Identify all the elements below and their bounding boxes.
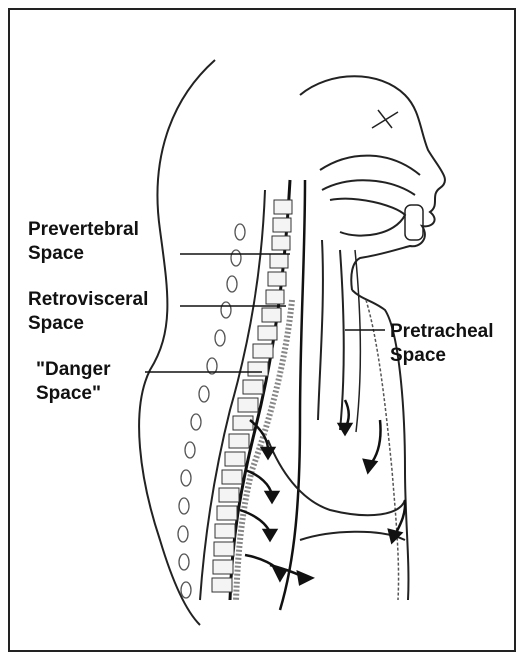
nasal-cavity [320, 156, 420, 175]
danger-space-label-line2: Space" [36, 382, 101, 405]
trachea-inner [355, 250, 360, 432]
palate [322, 180, 415, 195]
lower-lip-detail [405, 205, 423, 240]
ear-mark [372, 110, 398, 128]
danger-space-label-line1: "Danger [36, 358, 110, 381]
prevertebral-label-line1: Prevertebral [28, 218, 139, 241]
pretracheal-label-line2: Space [390, 344, 446, 367]
tongue [330, 199, 405, 236]
spread-arrows [240, 400, 405, 584]
mediastinum [268, 440, 405, 540]
pretracheal-label-line1: Pretracheal [390, 320, 494, 343]
pharynx-anterior [318, 240, 323, 420]
back-outline [139, 60, 215, 625]
prevertebral-label-line2: Space [28, 242, 84, 265]
retrovisceral-label-line1: Retrovisceral [28, 288, 148, 311]
retrovisceral-label-line2: Space [28, 312, 84, 335]
trachea [340, 250, 344, 430]
vertebrae [212, 200, 292, 592]
